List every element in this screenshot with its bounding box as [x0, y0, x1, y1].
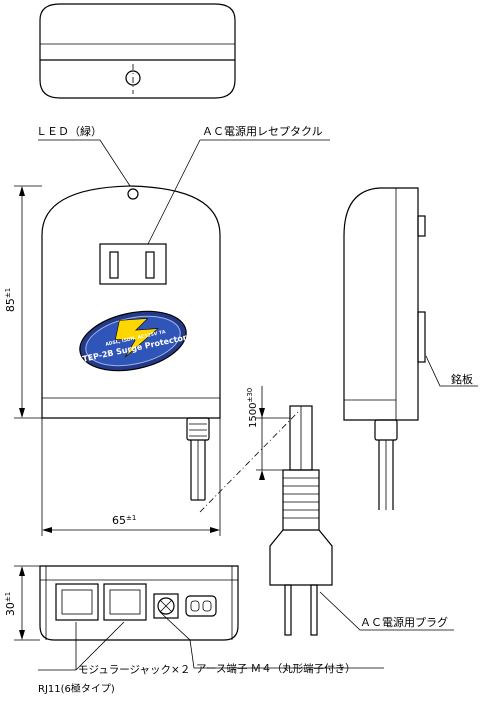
top-hole — [125, 70, 141, 86]
ac-outlet-label: ＡＣ電源用レセプタクル — [202, 124, 323, 138]
nameplate-label: 銘板 — [451, 372, 473, 386]
svg-text:85±1: 85±1 — [4, 288, 17, 312]
dim-height-value: 85 — [4, 298, 17, 312]
bottom-view — [39, 565, 239, 641]
dim-cord-value: 1500 — [248, 403, 259, 428]
ac-plug-drawing — [269, 405, 333, 636]
modular-jack-1 — [55, 583, 99, 621]
dim-width-value: 65 — [112, 514, 126, 527]
led-label: ＬＥＤ（緑） — [36, 124, 102, 138]
dim-cord-text: 1500±30 — [246, 388, 259, 428]
modular-jack-2 — [103, 583, 147, 621]
dim-cord-tolerance: ±30 — [246, 388, 254, 403]
front-view: ADSL, ISDN, AC125V 7A TEP-2B Surge Prote… — [41, 185, 221, 501]
dim-depth-text: 30±1 — [4, 592, 17, 616]
dim-width-text: 65±1 — [112, 514, 136, 527]
dimension-lines — [14, 185, 290, 641]
nameplate-plate — [417, 215, 426, 237]
lightning-icon — [114, 318, 159, 358]
ac-receptacle — [99, 243, 167, 285]
leader-lines — [38, 139, 478, 671]
led-indicator — [127, 188, 139, 200]
svg-text:30±1: 30±1 — [4, 592, 17, 616]
modular-jack-label: モジュラージャック×２ — [78, 664, 190, 676]
ground-terminal-label: アース端子 Ｍ４（丸形端子付き） — [196, 662, 356, 675]
side-view — [343, 187, 426, 510]
svg-text:1500±30: 1500±30 — [246, 388, 259, 428]
cord-break-line — [199, 409, 301, 513]
ac-plug-label: ＡＣ電源用プラグ — [360, 615, 448, 629]
power-inlet — [185, 595, 217, 617]
logo-badge: ADSL, ISDN, AC125V 7A TEP-2B Surge Prote… — [79, 310, 188, 372]
dim-depth-tolerance: ±1 — [4, 592, 12, 602]
dim-depth-value: 30 — [4, 602, 17, 616]
rj11-label: RJ11(6極タイプ) — [38, 682, 115, 695]
dim-height-text: 85±1 — [4, 288, 17, 312]
top-view — [39, 3, 236, 99]
dim-width-tolerance: ±1 — [126, 514, 136, 522]
dim-height-tolerance: ±1 — [4, 288, 12, 298]
